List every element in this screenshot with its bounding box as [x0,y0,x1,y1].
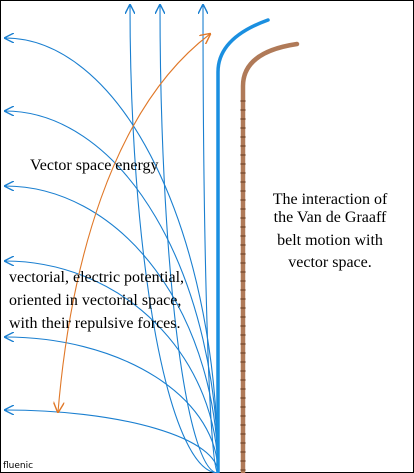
potential-line-2: oriented in vectorial space, [9,292,181,309]
field-line [5,38,219,473]
field-lines [5,5,219,473]
belt-bead [240,208,246,210]
belt-bead [240,361,246,363]
belt-bead [240,406,246,408]
belt-bead [240,172,246,174]
belt-bead [240,226,246,228]
belt-bead [240,370,246,372]
belt-bead [240,262,246,264]
belt-brown [240,41,300,473]
belt-bead [240,325,246,327]
belt-bead [240,298,246,300]
belt-bead [240,289,246,291]
belt-bead [240,154,246,156]
belt-beads [240,100,246,471]
belt-bead [240,451,246,453]
belt-bead [240,253,246,255]
belt-bead [240,145,246,147]
belt-bead [240,280,246,282]
belt-bead [240,379,246,381]
belt-bead [240,181,246,183]
interaction-line-3: belt motion with [277,232,383,249]
potential-line-3: with their repulsive forces. [9,315,181,332]
belt-bead [240,118,246,120]
belt-bead [240,271,246,273]
belt-bead [240,415,246,417]
belt-bead [240,352,246,354]
credit-label: fluenic [3,461,33,471]
belt-bead [240,433,246,435]
belt-bead [240,469,246,471]
belt-bead [240,217,246,219]
belt-bead [240,442,246,444]
belt-bead [240,343,246,345]
belt-bead [240,100,246,102]
belt-bead [240,199,246,201]
belt-bead [240,397,246,399]
belt-bead [240,424,246,426]
belt-bead [240,190,246,192]
field-line [5,337,219,473]
interaction-note: The interaction of the Van de Graaff bel… [273,191,388,271]
potential-note: vectorial, electric potential, oriented … [9,269,184,332]
interaction-line-4: vector space. [288,254,372,271]
interaction-line-1: The interaction of [273,191,388,208]
belt-bead [240,127,246,129]
belt-bead [240,316,246,318]
belt-bead [240,307,246,309]
belt-bead [240,334,246,336]
belt-bead [240,109,246,111]
interaction-line-2: the Van de Graaff [274,209,387,226]
energy-arrow [58,34,210,412]
energy-label: Vector space energy [30,157,159,174]
field-line [5,410,219,473]
belt-bead [240,235,246,237]
belt-blue-conductor [216,18,270,473]
field-line [160,5,219,473]
belt-bead [240,388,246,390]
belt-bead [240,136,246,138]
belt-bead [240,163,246,165]
belt-bead [240,244,246,246]
belt-bead [240,460,246,462]
potential-line-1: vectorial, electric potential, [9,269,184,286]
